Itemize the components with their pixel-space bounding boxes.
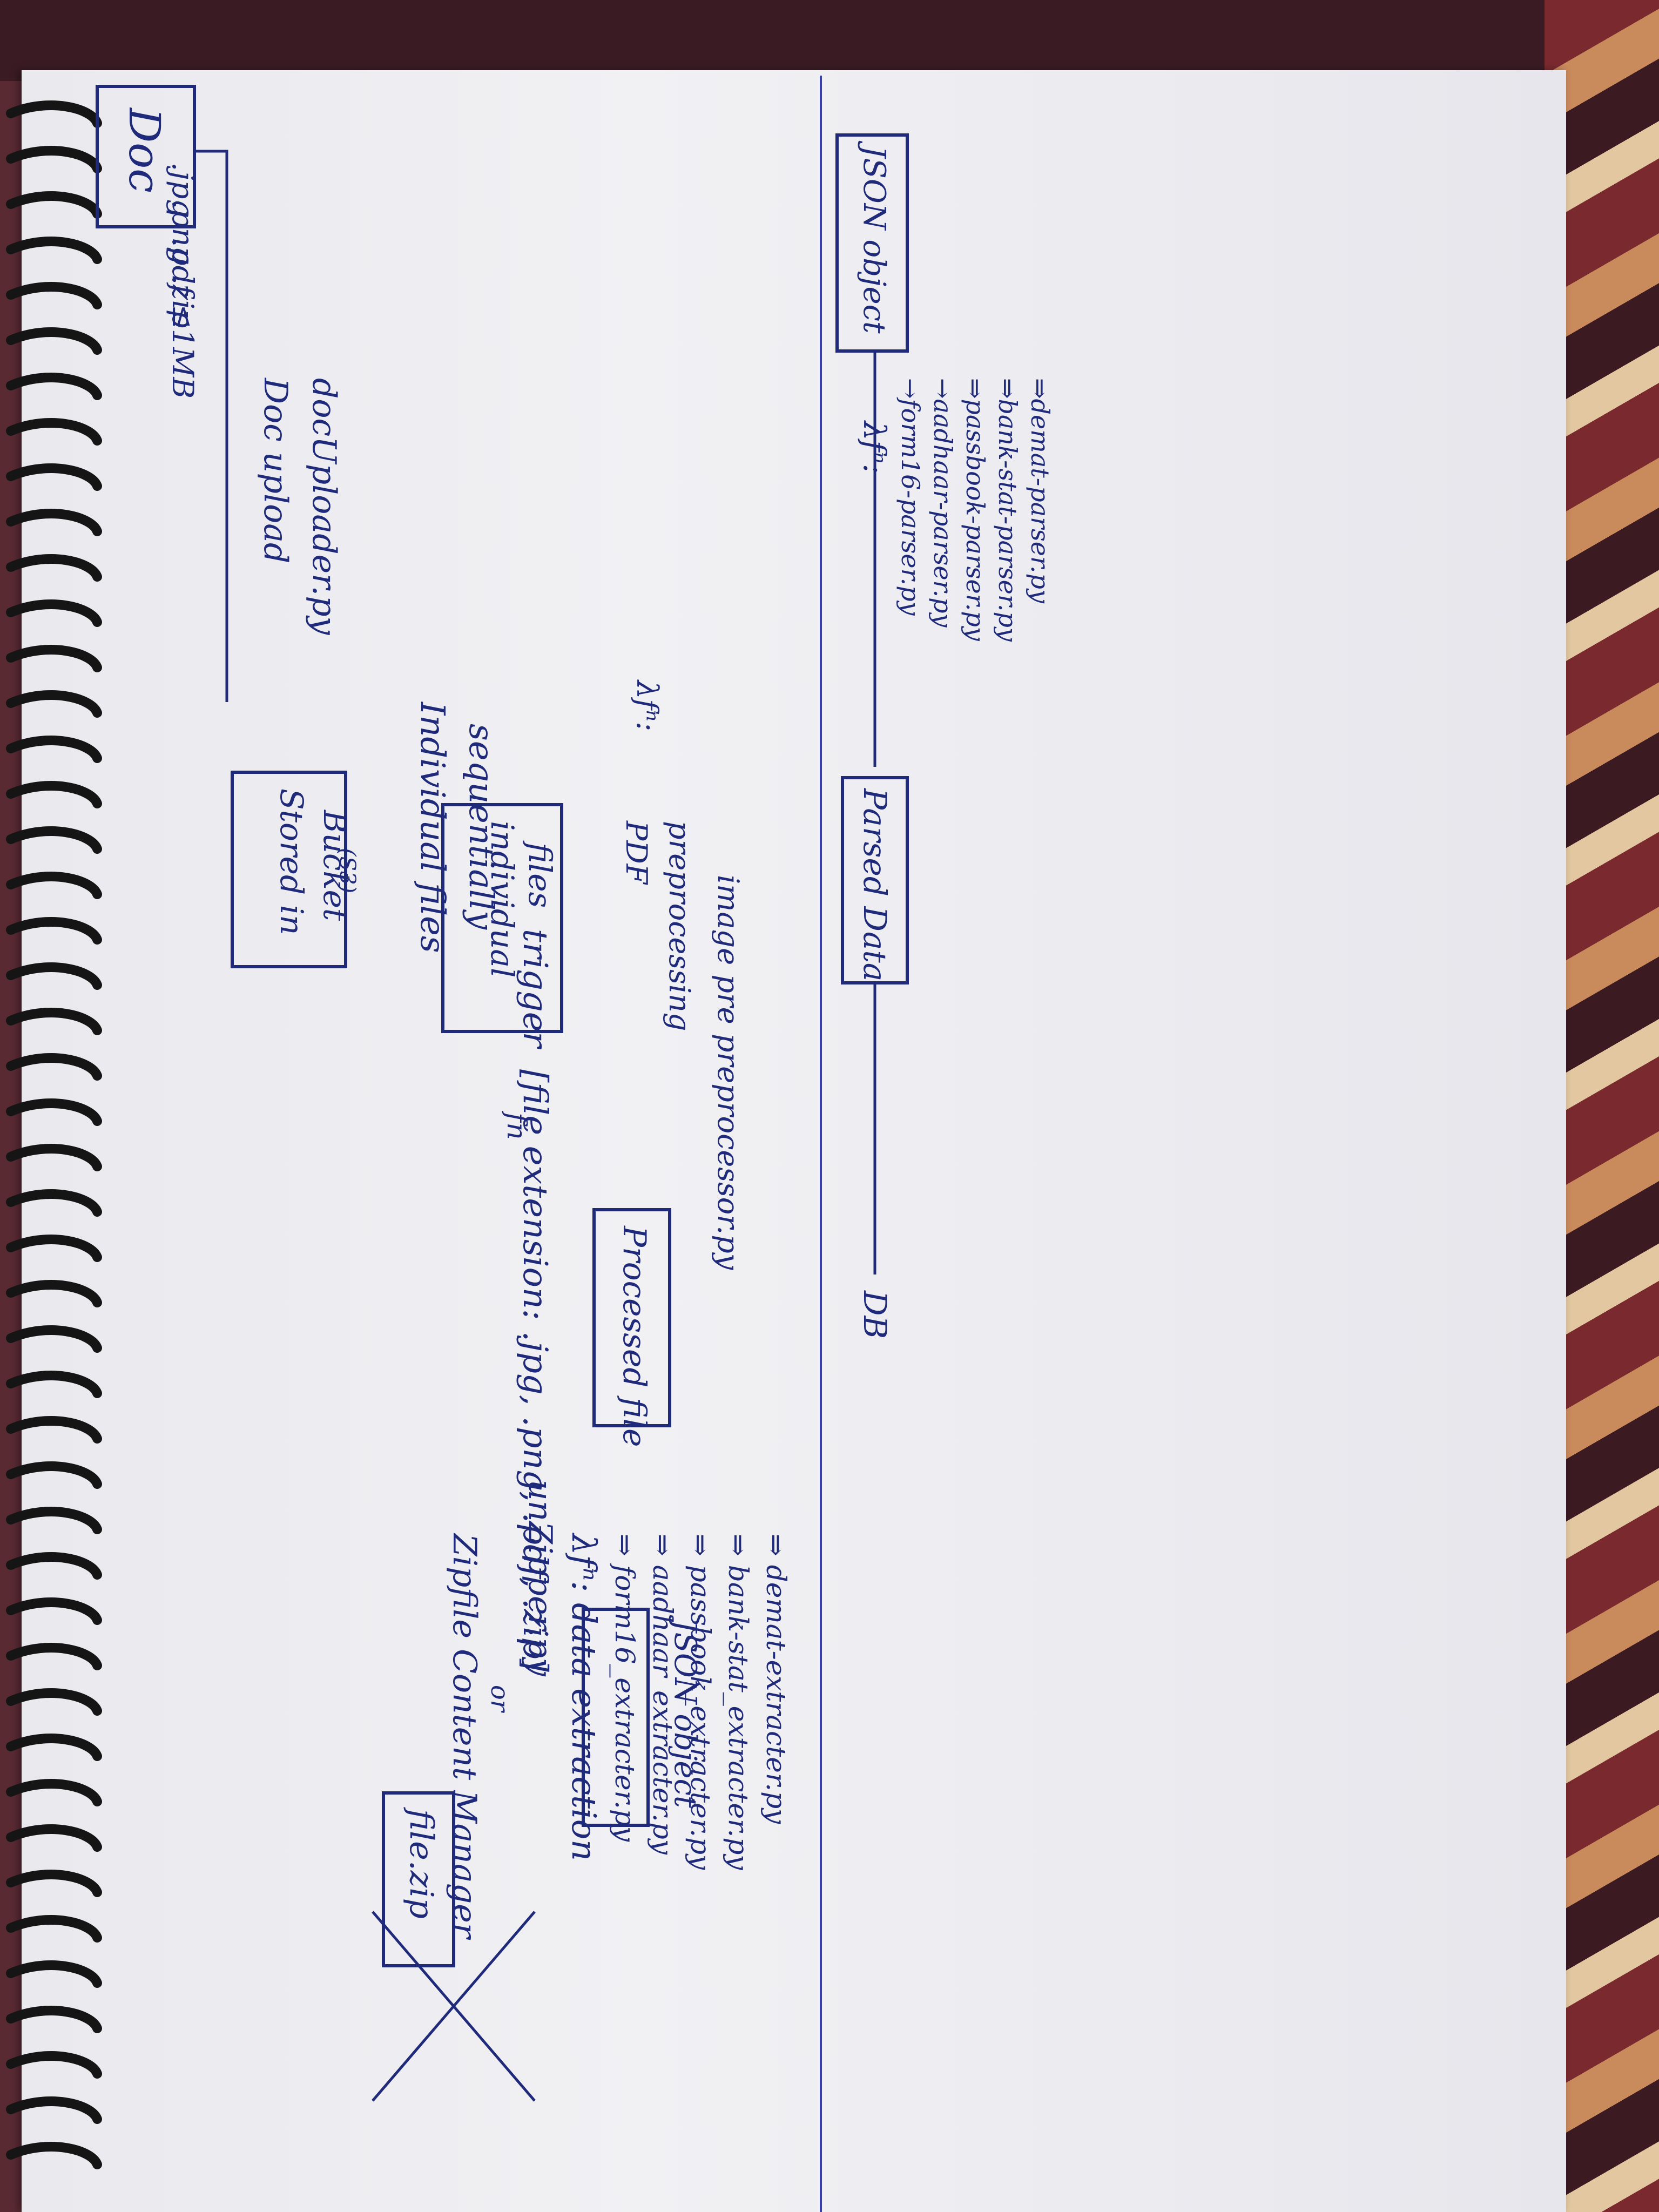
- aadhaar-parser: →aadhaar-parser.py: [928, 378, 957, 628]
- fn-label: fn: [501, 1110, 532, 1140]
- spiral-loop: [6, 962, 102, 990]
- spiral-loop: [6, 2006, 102, 2033]
- parsing-json-label: JSON object: [857, 140, 892, 334]
- spiral-loop: [6, 1734, 102, 1761]
- db-label: DB: [857, 1290, 893, 1339]
- trigger-extensions: [file extension: .jpg, .png, .pdf, .zip]: [516, 1069, 555, 1673]
- s3-label: (S3): [335, 848, 360, 893]
- bank-stat-parser: ⇒bank-stat-parser.py: [993, 378, 1022, 642]
- spiral-loop: [6, 1008, 102, 1035]
- spiral-loop: [6, 1779, 102, 1806]
- spiral-loop: [6, 1280, 102, 1307]
- doc-title: Doc: [119, 107, 170, 193]
- spiral-loop: [6, 1597, 102, 1625]
- spiral-loop: [6, 146, 102, 173]
- upload-arrow: [194, 150, 228, 702]
- form16-parser: →form16-parser.py: [896, 378, 925, 616]
- spiral-loop: [6, 826, 102, 854]
- preprocessing-label: preprocessing: [663, 821, 697, 1031]
- spiral-loop: [6, 327, 102, 355]
- spiral-loop: [6, 2142, 102, 2169]
- spiral-loop: [6, 1053, 102, 1081]
- demat-parser: ⇒demat-parser.py: [1026, 378, 1055, 604]
- spiral-loop: [6, 282, 102, 309]
- extraction-json-box: [582, 1608, 650, 1827]
- preprocessing-lambda: λfⁿ:: [630, 679, 664, 731]
- background-top: [0, 0, 1659, 81]
- spiral-loop: [6, 917, 102, 945]
- preprocessor-script: image pre preprocessor.py: [711, 875, 745, 1271]
- spiral-loop: [6, 1416, 102, 1444]
- doc-format-png: .png: [166, 200, 200, 265]
- spiral-loop: [6, 1870, 102, 1897]
- spiral-loop: [6, 1461, 102, 1489]
- form16-extracter: ⇒ form16_extracter.py: [609, 1534, 640, 1842]
- spiral-loop: [6, 1371, 102, 1398]
- spiral-loop: [6, 599, 102, 627]
- bucket-label: Bucket: [316, 810, 353, 921]
- demat-extracter: ⇒ demat-extracter.py: [760, 1534, 792, 1824]
- spiral-loop: [6, 418, 102, 446]
- passbook-parser: ⇒passbook-parser.py: [961, 378, 990, 642]
- individual-files-box: [441, 803, 563, 1033]
- spiral-loop: [6, 1552, 102, 1580]
- spiral-loop: [6, 872, 102, 899]
- spiral-loop: [6, 191, 102, 219]
- diagram-content: Doc .jpg .png .pdf ≤1MB .zip Doc upload …: [96, 76, 1055, 2212]
- spiral-loop: [6, 1325, 102, 1353]
- spiral-loop: [6, 1824, 102, 1852]
- zipfile-manager-label: Zipfile Content Manager: [446, 1533, 483, 1940]
- doc-format-jpg: .jpg: [166, 162, 200, 218]
- cross-mark: [372, 1911, 536, 2102]
- spiral-loop: [6, 645, 102, 672]
- individual-files-note: Individual files: [413, 702, 453, 953]
- spiral-loop: [6, 736, 102, 763]
- spiral-binding: [6, 100, 102, 2169]
- spiral-loop: [6, 1189, 102, 1217]
- aadhaar-extracter: ⇒ aadhaar_extracter.py: [647, 1534, 678, 1855]
- spiral-loop: [6, 690, 102, 718]
- sequentially-note: sequentially: [462, 724, 501, 930]
- spiral-loop: [6, 1144, 102, 1171]
- spiral-loop: [6, 373, 102, 400]
- individual-label: individual: [484, 821, 521, 978]
- doc-upload-label: Doc upload: [257, 377, 294, 563]
- spiral-loop: [6, 781, 102, 808]
- doc-format-pdf: .pdf ≤1MB: [166, 238, 200, 399]
- doc-format-zip: .zip: [166, 275, 200, 328]
- spiral-loop: [6, 1643, 102, 1670]
- files-label: files: [522, 840, 558, 908]
- trigger-label: trigger: [516, 929, 555, 1049]
- spiral-loop: [6, 554, 102, 582]
- parsed-data-label: Parsed Data: [857, 788, 893, 981]
- spiral-loop: [6, 1098, 102, 1126]
- spiral-loop: [6, 1235, 102, 1262]
- spiral-loop: [6, 2051, 102, 2079]
- file-zip-label: file.zip: [402, 1807, 440, 1919]
- notebook-page: [22, 70, 1566, 2212]
- stored-in-label: Stored in: [273, 788, 310, 935]
- spiral-loop: [6, 509, 102, 536]
- s3-bucket-box: [231, 771, 347, 968]
- passbook-extracter: ⇒ passbook_extracter.py: [685, 1534, 716, 1870]
- parsing-json-box: [835, 133, 909, 353]
- extraction-json-label: JSON object: [667, 1615, 703, 1808]
- processed-file-box: [592, 1208, 671, 1427]
- spiral-loop: [6, 2096, 102, 2124]
- spiral-loop: [6, 100, 102, 128]
- spiral-loop: [6, 237, 102, 264]
- spiral-loop: [6, 1688, 102, 1716]
- unzipper-script: unZipper.py: [521, 1480, 559, 1677]
- or-label: or: [485, 1685, 515, 1714]
- doc-uploader-script: docUploader.py: [305, 378, 343, 636]
- spiral-loop: [6, 1915, 102, 1943]
- spiral-loop: [6, 1507, 102, 1534]
- spiral-loop: [6, 463, 102, 491]
- bank-stat-extracter: ⇒ bank-stat_extracter.py: [723, 1534, 754, 1870]
- processed-file-label: Processed file: [616, 1225, 653, 1447]
- spiral-loop: [6, 1960, 102, 1988]
- doc-box: [96, 85, 196, 228]
- pdf-label: PDF: [619, 820, 653, 886]
